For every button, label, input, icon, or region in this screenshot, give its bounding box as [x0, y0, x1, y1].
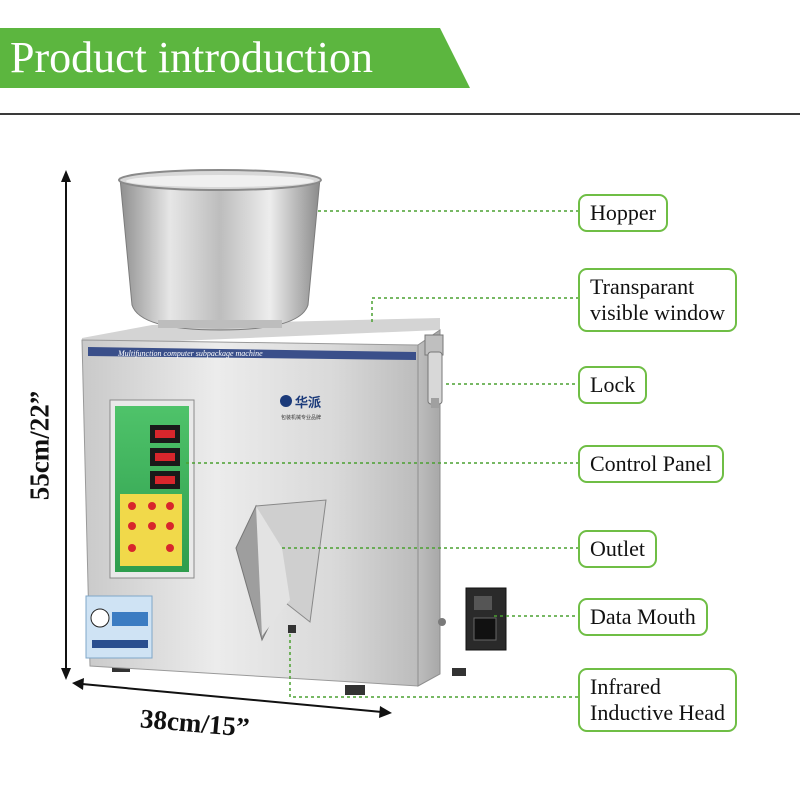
- front-strip-text: Multifunction computer subpackage machin…: [117, 349, 263, 358]
- sticker-band: [112, 612, 148, 626]
- button: [128, 502, 136, 510]
- label-outlet-text: Outlet: [590, 536, 645, 561]
- label-infrared-line1: Infrared: [590, 674, 661, 699]
- width-arrow-right: [379, 706, 392, 718]
- label-lock: Lock: [578, 366, 648, 404]
- label-window-line2: visible window: [590, 300, 726, 325]
- infrared-sensor: [288, 625, 296, 633]
- button: [128, 522, 136, 530]
- display-3-digits: [155, 476, 175, 484]
- sticker-panda: [90, 608, 110, 628]
- window-leader: [371, 297, 578, 322]
- label-hopper-text: Hopper: [590, 200, 656, 225]
- button: [128, 544, 136, 552]
- label-control-panel: Control Panel: [578, 445, 724, 483]
- button: [148, 502, 156, 510]
- label-infrared-line2: Inductive Head: [590, 700, 725, 725]
- header-divider: [0, 113, 800, 115]
- front-strip: [88, 347, 416, 360]
- sticker-stripe: [92, 640, 148, 648]
- height-arrow-bottom: [61, 668, 71, 680]
- hopper-bowl: [119, 177, 321, 331]
- display-2-digits: [155, 453, 175, 461]
- data-mouth-port: [473, 617, 497, 641]
- label-control-panel-text: Control Panel: [590, 451, 712, 476]
- brand-logo-mark: [280, 395, 292, 407]
- width-arrow-left: [72, 678, 84, 690]
- side-knob: [438, 618, 446, 626]
- label-hopper: Hopper: [578, 194, 668, 232]
- hopper-neck: [158, 320, 282, 328]
- button: [148, 522, 156, 530]
- brand-logo-text: 华派: [295, 395, 322, 411]
- label-data-mouth: Data Mouth: [578, 598, 708, 636]
- label-lock-text: Lock: [590, 372, 636, 397]
- label-window-line1: Transparant: [590, 274, 695, 299]
- hopper-inner: [126, 175, 314, 187]
- label-data-mouth-text: Data Mouth: [590, 604, 696, 629]
- height-dimension-label: 55cm/22”: [24, 390, 55, 501]
- page-title: Product introduction: [10, 33, 373, 82]
- data-mouth-switch: [474, 596, 492, 610]
- label-transparent-window: Transparant visible window: [578, 268, 738, 332]
- sticker: [85, 595, 153, 659]
- label-outlet: Outlet: [578, 530, 657, 568]
- infrared-leader: [289, 634, 578, 698]
- brand-logo-subtext: 包装机械专业品牌: [281, 414, 321, 421]
- height-arrow-top: [61, 170, 71, 182]
- machine-foot: [345, 685, 365, 695]
- button: [166, 544, 174, 552]
- lock-lever: [427, 351, 443, 405]
- outlet-chute-inner: [256, 506, 290, 636]
- machine-foot: [452, 668, 466, 676]
- width-dimension-line: [81, 683, 383, 713]
- button: [166, 502, 174, 510]
- display-1-digits: [155, 430, 175, 438]
- header-banner: [0, 28, 470, 88]
- button: [166, 522, 174, 530]
- lock-hook: [431, 398, 439, 408]
- label-infrared-head: Infrared Inductive Head: [578, 668, 737, 732]
